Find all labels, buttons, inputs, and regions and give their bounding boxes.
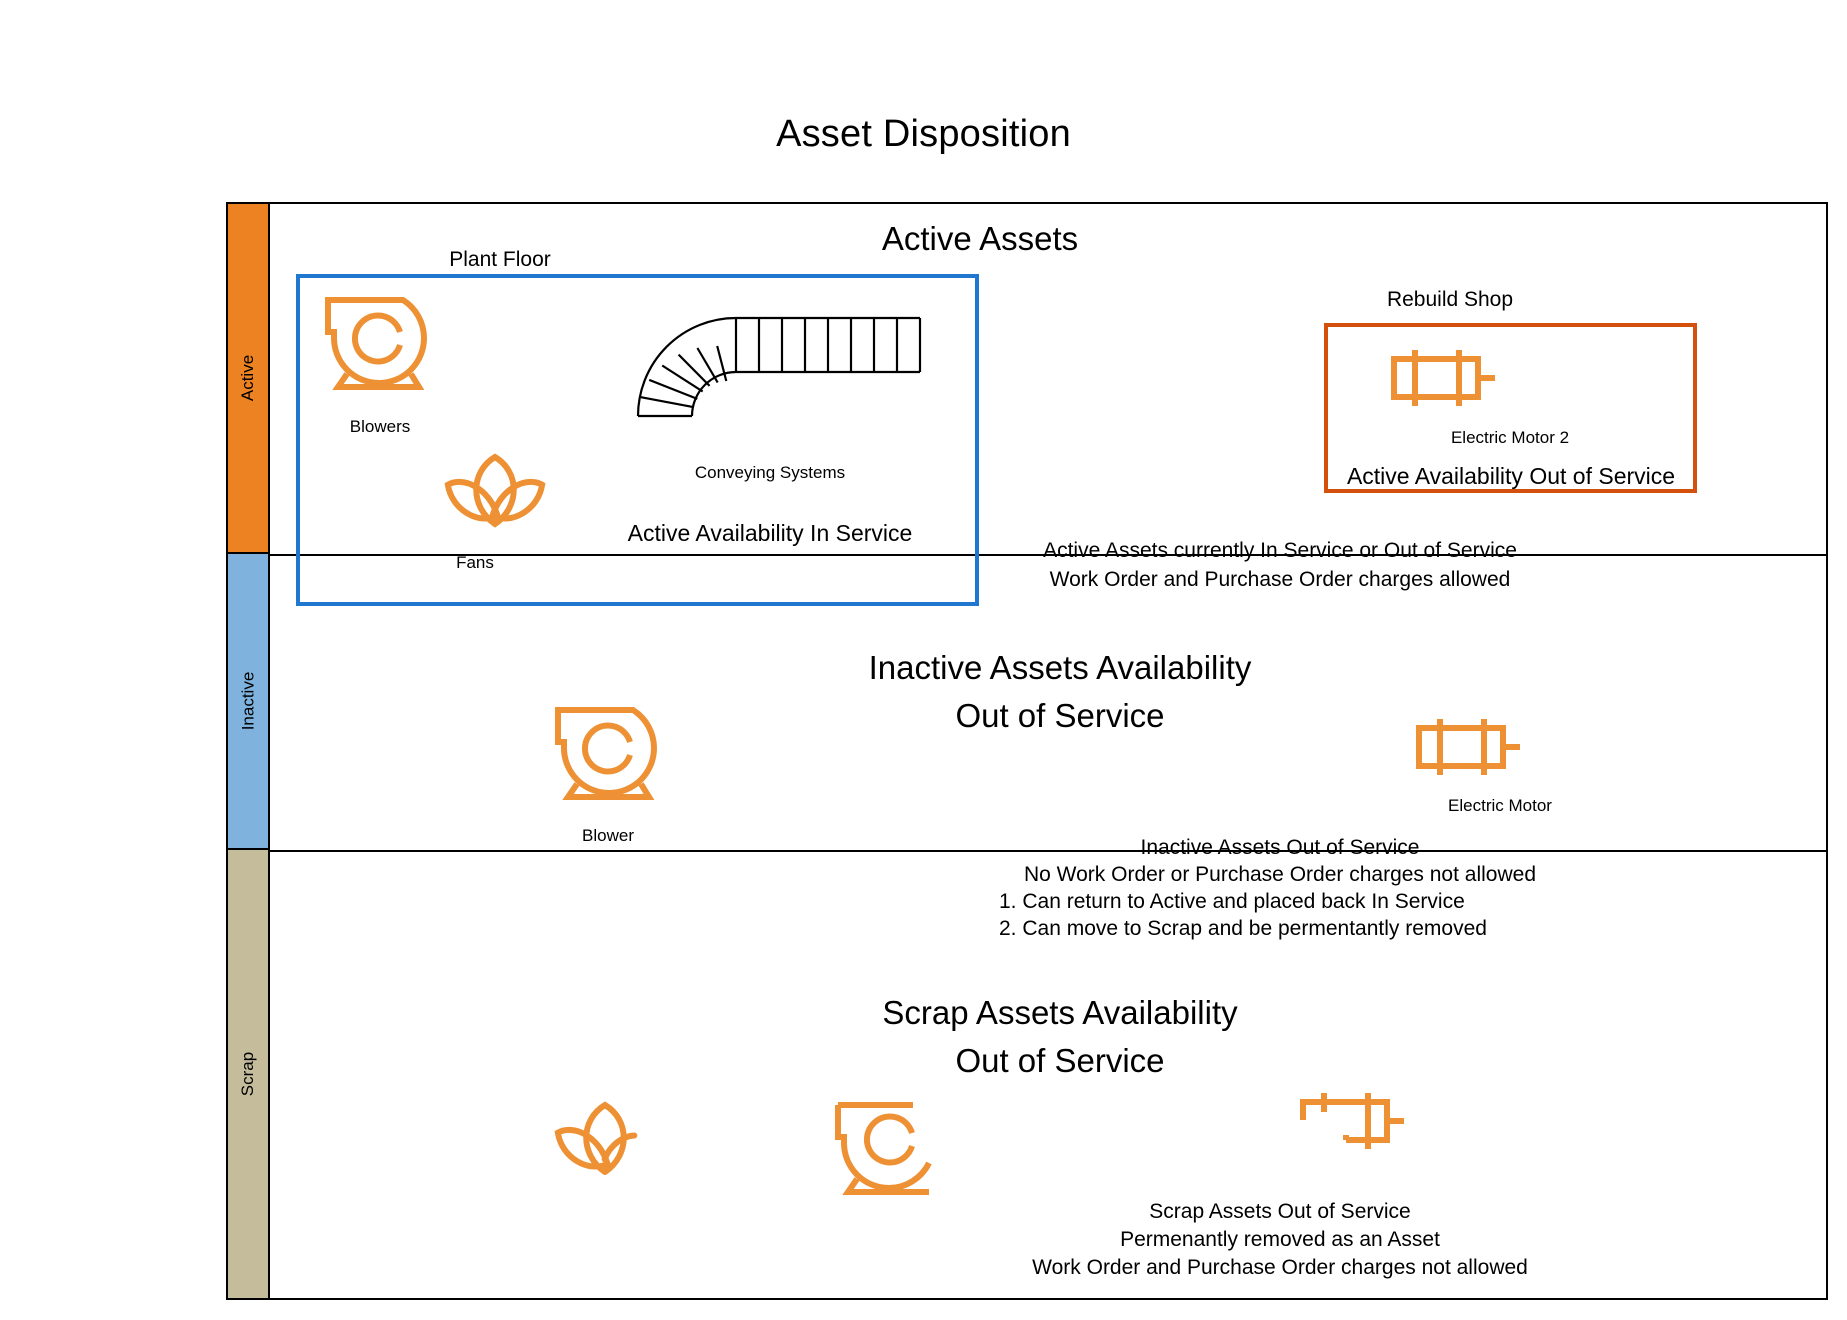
rebuild-shop-label: Rebuild Shop	[1386, 288, 1514, 311]
electric-motor-icon	[1391, 347, 1495, 409]
broken-fan-icon	[550, 1100, 660, 1190]
plant-floor-status: Active Availability In Service	[627, 520, 913, 546]
inactive-lane-title-line2: Out of Service	[955, 697, 1165, 734]
plant-floor-group-box	[296, 274, 979, 606]
active-lane-note-2: Work Order and Purchase Order charges al…	[1049, 568, 1511, 591]
active-lane-note-1: Active Assets currently In Service or Ou…	[1043, 539, 1517, 562]
broken-electric-motor-icon	[1300, 1090, 1404, 1152]
fan-icon	[440, 452, 550, 542]
page-title: Asset Disposition	[776, 113, 1071, 155]
lane-divider-inactive-scrap	[230, 850, 1826, 852]
electric-motor-icon	[1416, 716, 1520, 778]
inactive-notes-heading: Inactive Assets Out of Service	[1140, 836, 1420, 859]
rebuild-shop-group-box	[1324, 323, 1697, 493]
asset-label-electric-motor-2: Electric Motor 2	[1450, 428, 1570, 447]
lane-tab-active[interactable]: Active	[226, 202, 270, 554]
inactive-note-1: No Work Order or Purchase Order charges …	[1024, 863, 1536, 886]
rebuild-shop-status: Active Availability Out of Service	[1346, 463, 1676, 489]
lane-tab-scrap[interactable]: Scrap	[226, 848, 270, 1300]
inactive-lane-title-line1: Inactive Assets Availability	[868, 649, 1252, 686]
asset-label-conveying-systems: Conveying Systems	[694, 463, 846, 482]
lane-tab-scrap-label: Scrap	[238, 1051, 258, 1097]
asset-label-electric-motor: Electric Motor	[1448, 796, 1552, 815]
scrap-lane-title-line2: Out of Service	[955, 1042, 1165, 1079]
scrap-notes-heading: Scrap Assets Out of Service	[1149, 1200, 1411, 1223]
broken-blower-icon	[830, 1095, 945, 1195]
asset-label-fans: Fans	[456, 553, 494, 572]
conveyor-icon	[630, 310, 930, 420]
lane-tab-inactive-label: Inactive	[238, 671, 257, 731]
scrap-note-1: Permenantly removed as an Asset	[1120, 1228, 1440, 1251]
lane-divider-active-inactive	[230, 554, 1826, 556]
scrap-note-2: Work Order and Purchase Order charges no…	[1032, 1256, 1528, 1279]
plant-floor-label: Plant Floor	[449, 248, 551, 271]
scrap-lane-title-line1: Scrap Assets Availability	[882, 994, 1238, 1031]
asset-label-blower: Blower	[582, 826, 634, 845]
lane-tab-active-label: Active	[238, 354, 258, 402]
asset-label-blowers: Blowers	[349, 417, 411, 436]
inactive-note-2: 1. Can return to Active and placed back …	[999, 890, 1465, 913]
blower-icon	[320, 290, 435, 390]
swimlane-diagram	[228, 202, 1828, 1300]
lane-tab-inactive[interactable]: Inactive	[226, 552, 270, 850]
active-lane-title: Active Assets	[881, 220, 1079, 257]
inactive-note-3: 2. Can move to Scrap and be permentantly…	[999, 917, 1487, 940]
blower-icon	[550, 700, 665, 800]
